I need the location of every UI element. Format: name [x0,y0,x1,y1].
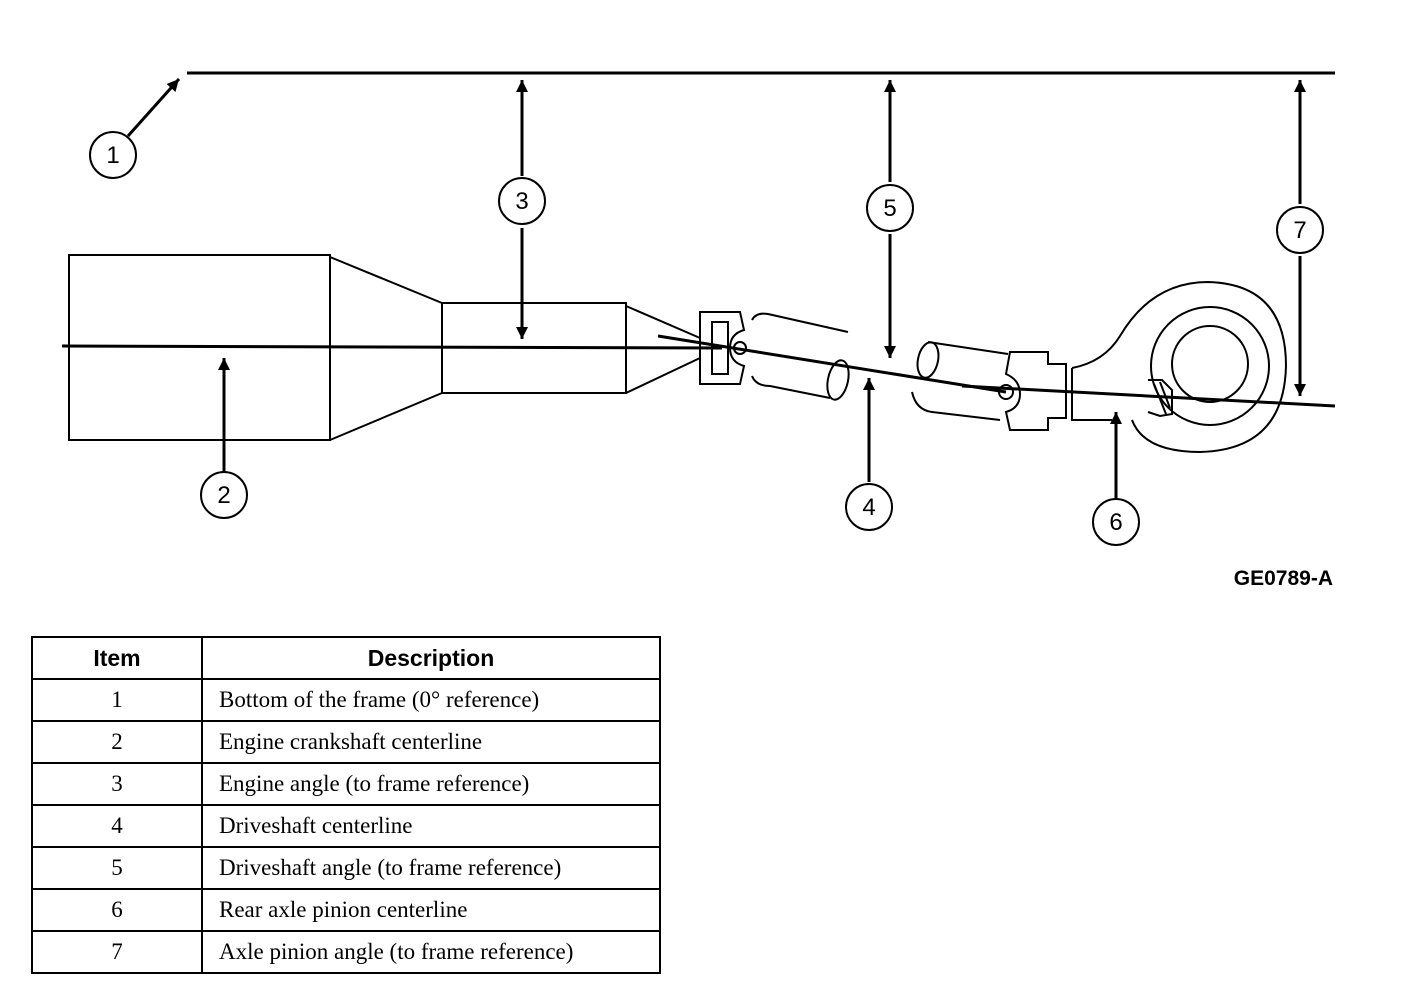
item-number: 4 [31,804,203,848]
table-row: 2 Engine crankshaft centerline [31,720,661,764]
item-number: 7 [31,930,203,974]
item-number: 3 [31,762,203,806]
callout-7: 7 [1276,206,1324,254]
pinion-centerline [961,384,1336,408]
item-number: 2 [31,720,203,764]
item-description: Driveshaft centerline [201,804,661,848]
svg-text:7: 7 [1293,217,1306,244]
callout-2: 2 [200,471,248,519]
table-row: 5 Driveshaft angle (to frame reference) [31,846,661,890]
item-number: 1 [31,678,203,722]
item-number: 6 [31,888,203,932]
item-description: Axle pinion angle (to frame reference) [201,930,661,974]
svg-text:3: 3 [515,188,528,215]
svg-text:5: 5 [883,195,896,222]
item-number: 5 [31,846,203,890]
table-row: 4 Driveshaft centerline [31,804,661,848]
description-header: Description [201,636,661,680]
item-description: Bottom of the frame (0° reference) [201,678,661,722]
front-driveshaft-tube [751,312,850,401]
table-row: 7 Axle pinion angle (to frame reference) [31,930,661,974]
table-row: 1 Bottom of the frame (0° reference) [31,678,661,722]
legend-table: Item Description 1 Bottom of the frame (… [31,636,661,974]
callout-arrows [126,77,1306,498]
callout-4: 4 [845,483,893,531]
item-description: Engine crankshaft centerline [201,720,661,764]
callout-3: 3 [498,177,546,225]
svg-text:1: 1 [106,142,119,169]
callout-1: 1 [89,131,137,179]
figure-code: GE0789-A [1234,567,1333,590]
item-description: Driveshaft angle (to frame reference) [201,846,661,890]
driveshaft-centerline [657,334,1007,394]
svg-text:6: 6 [1109,509,1122,536]
table-row: 6 Rear axle pinion centerline [31,888,661,932]
svg-text:2: 2 [217,482,230,509]
rear-ujoint-yoke [1004,351,1067,431]
rear-ujoint-cross [998,384,1014,400]
item-header: Item [31,636,203,680]
rear-axle-housing [1071,280,1288,454]
item-description: Rear axle pinion centerline [201,888,661,932]
driveline-angle-diagram: 1 2 3 4 5 6 7 GE0789-A [61,71,1336,590]
rear-driveshaft-tube [911,341,1009,421]
legend-header-row: Item Description [31,636,661,680]
crankshaft-centerline [61,344,723,350]
callout-5: 5 [866,184,914,232]
callout-6: 6 [1092,498,1140,546]
table-row: 3 Engine angle (to frame reference) [31,762,661,806]
svg-text:4: 4 [862,494,875,521]
item-description: Engine angle (to frame reference) [201,762,661,806]
